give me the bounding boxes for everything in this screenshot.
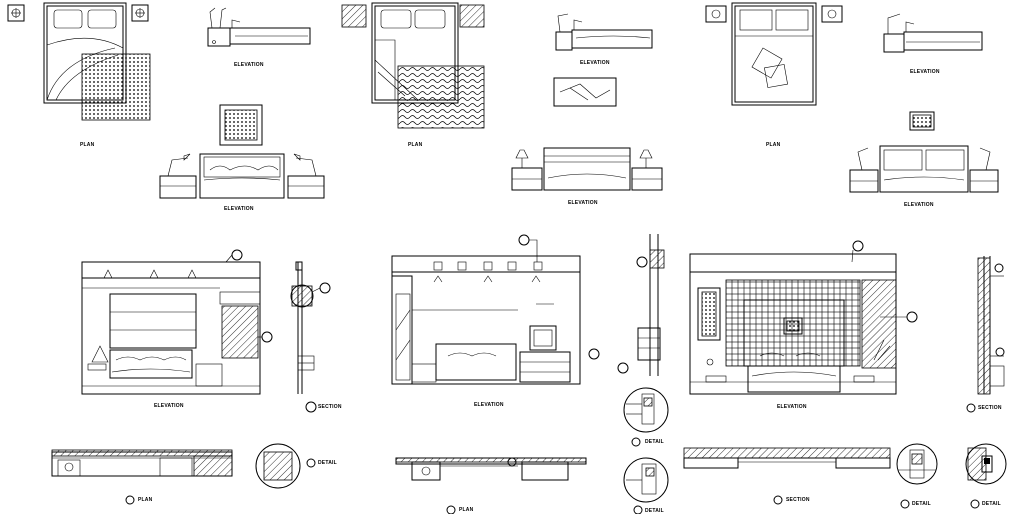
bed-side-elevation-2 [555, 13, 653, 51]
wall-art-3 [909, 111, 935, 131]
callout-bubble [773, 495, 783, 505]
callout-bubble [518, 234, 538, 262]
wall-elevation-b [391, 234, 600, 385]
callout-bubble [306, 458, 316, 468]
plan-label: PLAN [80, 142, 95, 148]
callout-bubble [225, 249, 243, 263]
detail-circle-1 [623, 387, 669, 447]
bed-plan-3 [705, 2, 843, 106]
callout-bubble [970, 499, 980, 509]
callout-bubble [636, 256, 648, 268]
callout-bubble [851, 240, 864, 263]
detail-circle-2 [623, 457, 669, 514]
bed-front-elevation-2 [511, 147, 663, 191]
bed-front-elevation-3 [849, 145, 999, 193]
callout-bubble [880, 311, 918, 323]
bed-side-elevation-1 [207, 7, 311, 47]
callout-bubble [617, 362, 629, 374]
callout-bubble [125, 495, 135, 505]
callout-bubble [311, 282, 331, 294]
plan-label: PLAN [766, 142, 781, 148]
plan-strip-b [395, 457, 587, 514]
bed-side-elevation-3 [883, 13, 983, 53]
callout-bubble [258, 331, 273, 343]
bed-plan-1 [7, 2, 151, 121]
callout-bubble [995, 347, 1005, 357]
elevation-label: ELEVATION [910, 69, 940, 75]
wall-art-2 [553, 77, 617, 107]
detail-circle-4 [896, 443, 938, 509]
elevation-label: ELEVATION [904, 202, 934, 208]
plan-label: PLAN [138, 497, 153, 503]
callout-bubble [966, 403, 976, 413]
callout-bubble [507, 457, 517, 467]
bed-set-2: PLAN ELEVATION ELEVATION [341, 2, 663, 206]
wall-elevation-c [689, 240, 918, 395]
section-label: SECTION [318, 404, 342, 410]
plan-strip-c [683, 447, 891, 505]
callout-bubble [994, 263, 1004, 273]
elevation-label: ELEVATION [154, 403, 184, 409]
lamp-symbol-icon [11, 8, 21, 18]
detail-label: DETAIL [912, 501, 931, 507]
bed-plan-2 [341, 2, 485, 129]
callout-bubble [446, 505, 456, 514]
elevation-label: ELEVATION [580, 60, 610, 66]
elevation-label: ELEVATION [474, 402, 504, 408]
lamp-symbol-icon [135, 8, 145, 18]
callout-bubble [900, 499, 910, 509]
detail-label: DETAIL [645, 508, 664, 514]
wall-section-a [290, 261, 331, 413]
elevation-label: ELEVATION [568, 200, 598, 206]
plan-label: PLAN [408, 142, 423, 148]
detail-label: DETAIL [318, 460, 337, 466]
detail-label: DETAIL [645, 439, 664, 445]
section-label: SECTION [978, 405, 1002, 411]
elevation-label: ELEVATION [224, 206, 254, 212]
bed-set-3: PLAN ELEVATION ELEVATION [705, 2, 999, 208]
detail-circle-5 [965, 443, 1007, 509]
detail-circle-3 [255, 443, 316, 489]
wall-art-1 [219, 104, 263, 146]
plan-strip-a [51, 449, 233, 505]
plan-label: PLAN [459, 507, 474, 513]
elevation-label: ELEVATION [777, 404, 807, 410]
bed-front-elevation-1 [159, 153, 325, 199]
detail-label: DETAIL [982, 501, 1001, 507]
wall-section-c [966, 256, 1005, 413]
callout-bubble [588, 348, 600, 360]
callout-bubble [305, 401, 317, 413]
wall-section-b [617, 234, 665, 376]
bed-set-1: PLAN ELEVATION [7, 2, 325, 212]
elevation-label: ELEVATION [234, 62, 264, 68]
wall-elevation-a [81, 249, 273, 395]
section-label: SECTION [786, 497, 810, 503]
